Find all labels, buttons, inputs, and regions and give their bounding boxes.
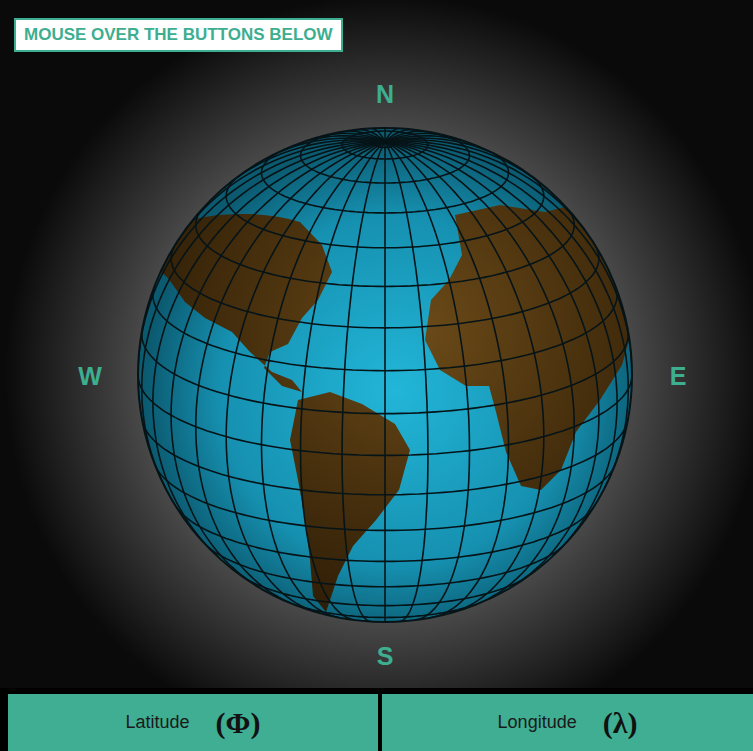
compass-east: E [670,362,687,391]
compass-south: S [377,642,394,671]
symbol-label: (λ) [603,706,638,740]
grid-line [385,142,509,618]
grid-line [262,142,386,618]
grid-line [138,142,385,376]
button-label: Latitude [126,712,190,733]
button-label: MOUSE OVER THE BUTTONS BELOW [24,25,333,44]
compass-west: W [78,362,102,391]
grid-line [385,128,398,141]
compass-north: N [376,80,394,109]
continents [150,203,645,612]
grid-line [385,142,544,612]
grid-line [196,142,385,604]
grid-line [385,141,600,253]
grid-line [385,142,574,604]
pole-cap [376,141,394,147]
grid-line [385,142,470,620]
graticule [138,128,632,622]
globe-rim [138,128,632,622]
grid-line [342,142,385,622]
grid-line [170,141,385,253]
grid-line [301,142,386,620]
grid-line [385,142,428,622]
grid-line [385,138,505,159]
button-label: Longitude [498,712,577,733]
latitude-button: Latitude (Φ) [8,694,378,751]
grid-line [153,142,385,558]
grid-line [385,140,546,188]
grid-line [226,142,385,612]
grid-line [385,142,617,558]
grid-line [384,142,386,623]
symbol-label: (Φ) [216,706,261,740]
grid-line [385,142,632,376]
instruction-box: MOUSE OVER THE BUTTONS BELOW [14,18,343,52]
button-bar-ground [0,688,753,751]
grid-line [385,142,628,490]
longitude-button: Longitude (λ) [382,694,753,751]
